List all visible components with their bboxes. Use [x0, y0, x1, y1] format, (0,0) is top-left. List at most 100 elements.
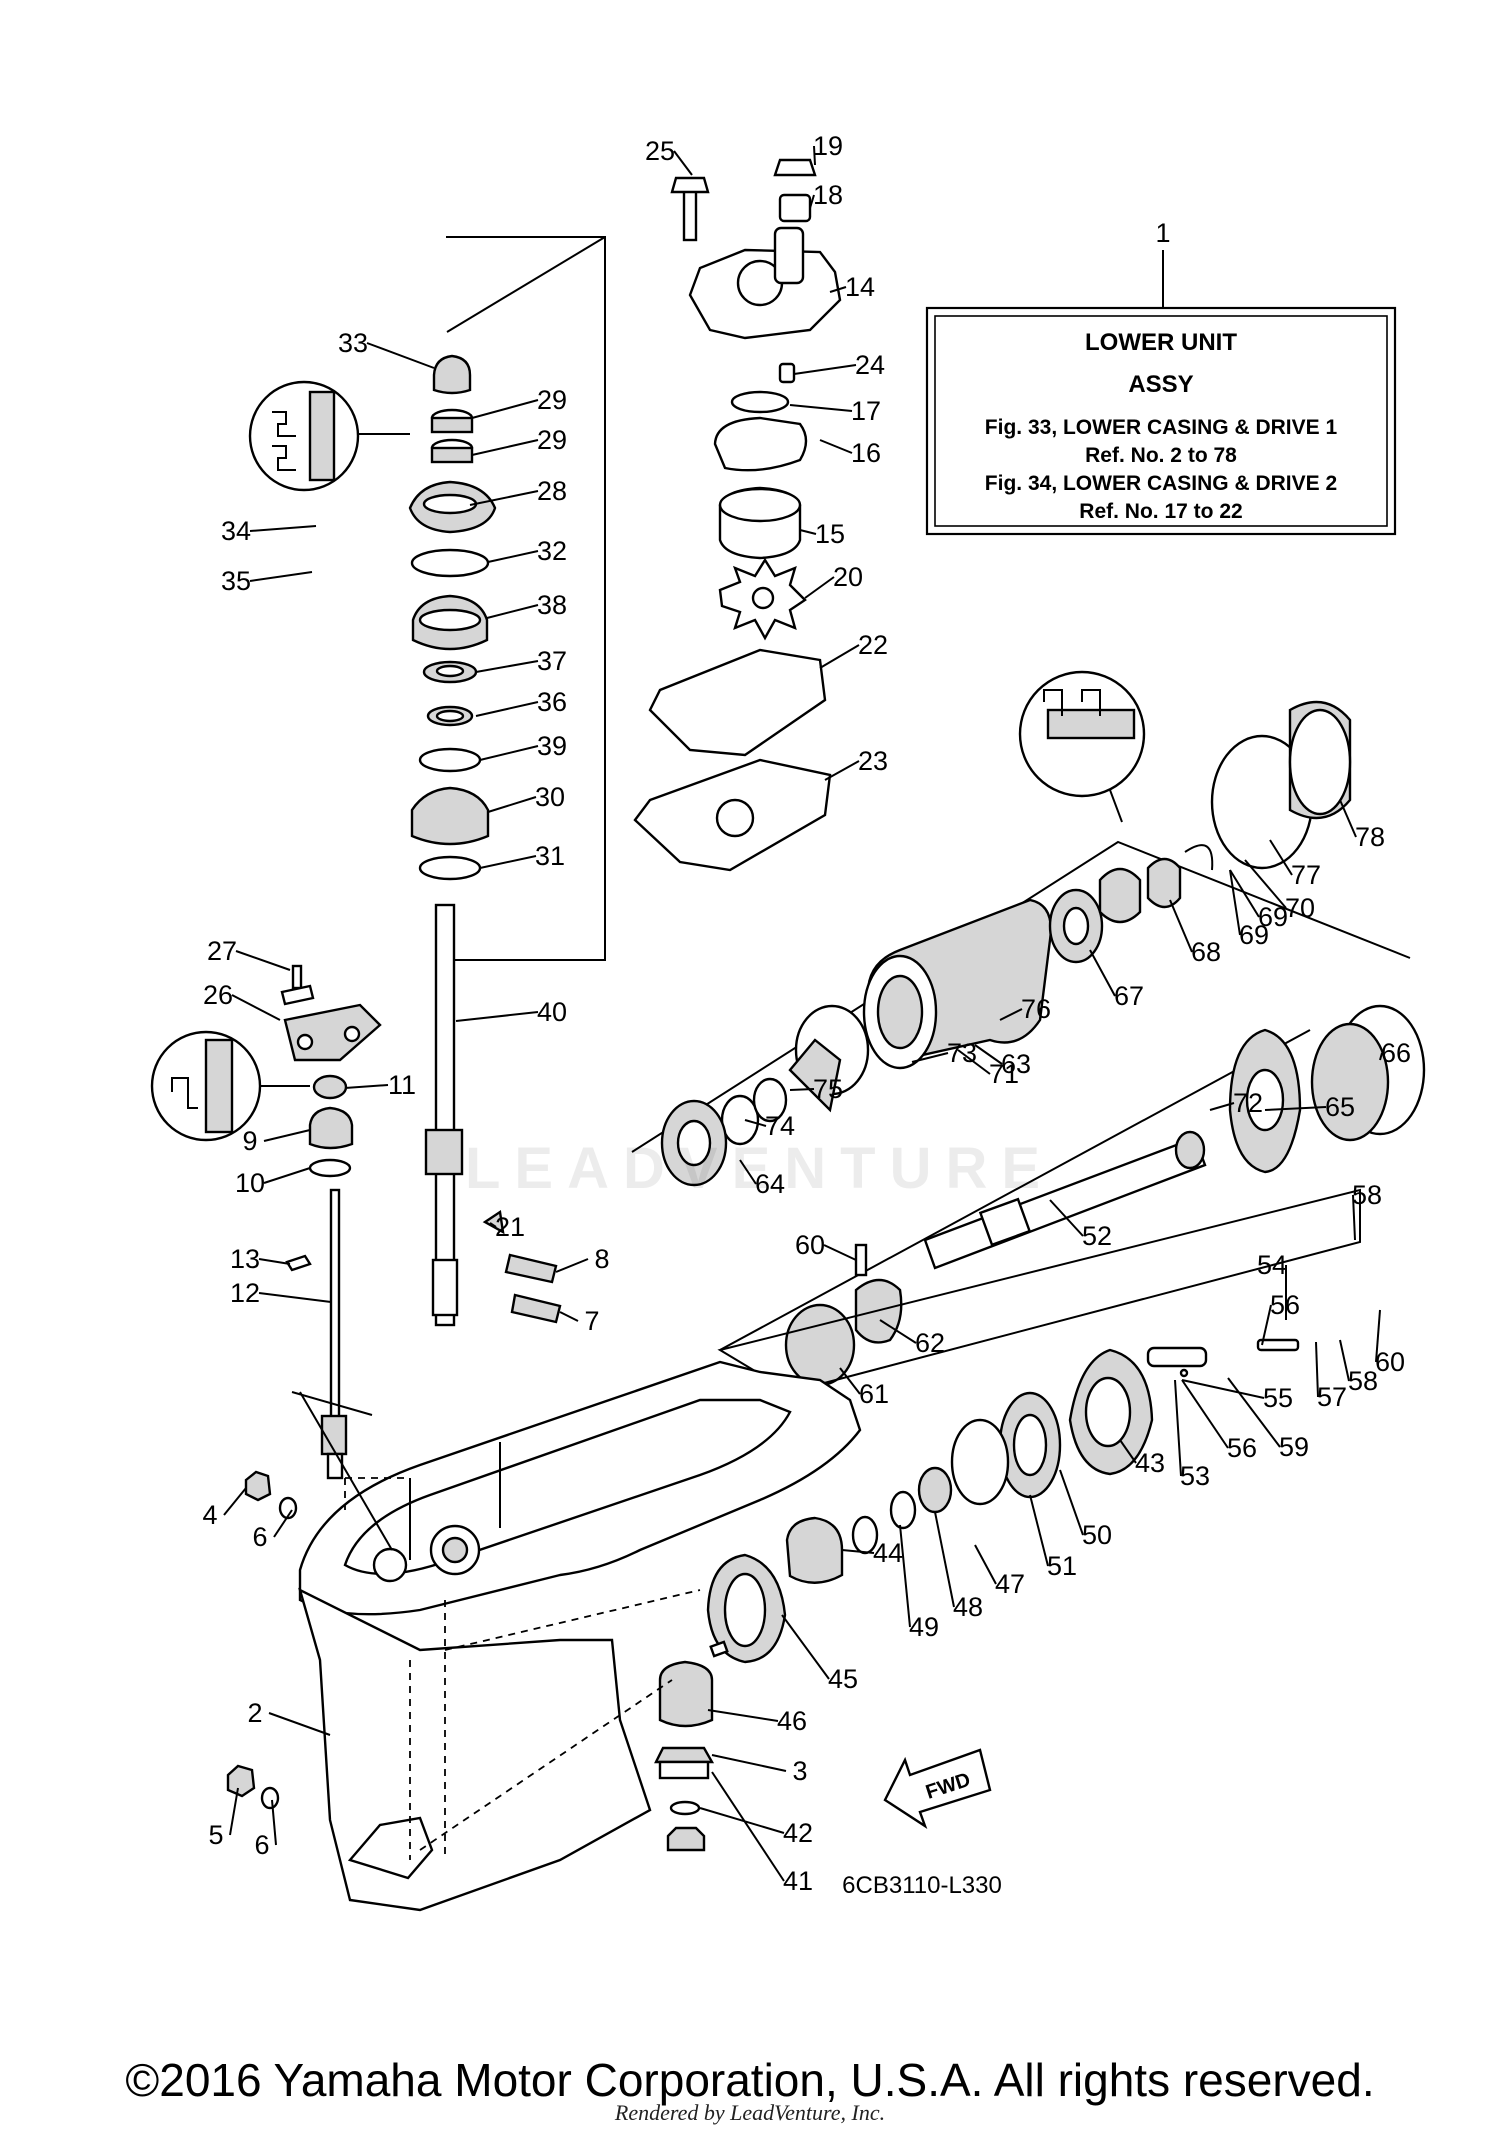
- part-number-60: 60: [1375, 1347, 1405, 1377]
- copyright-notice: ©2016 Yamaha Motor Corporation, U.S.A. A…: [125, 2054, 1375, 2106]
- leader-line-52: [1049, 1199, 1084, 1237]
- leader-line-27: [235, 950, 291, 971]
- part-number-53: 53: [1180, 1461, 1210, 1491]
- leader-line-15: [799, 529, 817, 535]
- detail-circles: [150, 380, 1146, 1142]
- part-number-17: 17: [851, 396, 881, 426]
- part-number-21: 21: [495, 1212, 525, 1242]
- part-number-62: 62: [915, 1328, 945, 1358]
- water-pump-bracket: [446, 236, 606, 961]
- part-number-33: 33: [338, 328, 368, 358]
- part-number-6: 6: [252, 1522, 267, 1552]
- propeller-shaft-group: [631, 700, 1426, 1852]
- part-number-59: 59: [1279, 1432, 1309, 1462]
- leader-line-56: [1181, 1379, 1229, 1449]
- leader-line-63: [974, 1044, 1003, 1065]
- part-number-70: 70: [1285, 893, 1315, 923]
- leader-line-69: [1229, 869, 1260, 918]
- part-number-6: 6: [254, 1830, 269, 1860]
- part-number-7: 7: [584, 1306, 599, 1336]
- part-number-19: 19: [813, 131, 843, 161]
- part-number-43: 43: [1135, 1448, 1165, 1478]
- part-number-10: 10: [235, 1168, 265, 1198]
- part-callouts: 2345667891011121314151617181920212223242…: [202, 131, 1411, 1896]
- assembly-fig-33: Fig. 33, LOWER CASING & DRIVE 1: [985, 416, 1338, 439]
- part-number-46: 46: [777, 1706, 807, 1736]
- assembly-ref-number: 1: [1155, 218, 1170, 248]
- part-number-31: 31: [535, 841, 565, 871]
- leader-line-4: [223, 1487, 247, 1516]
- guide-line: [446, 236, 606, 333]
- leader-line-29: [471, 399, 539, 419]
- part-number-29: 29: [537, 385, 567, 415]
- part-number-50: 50: [1082, 1520, 1112, 1550]
- part-number-32: 32: [537, 536, 567, 566]
- part-number-11: 11: [388, 1070, 416, 1100]
- part-number-40: 40: [537, 997, 567, 1027]
- water-pump-parts: [633, 158, 842, 872]
- leader-line-7: [559, 1311, 579, 1322]
- part-number-39: 39: [537, 731, 567, 761]
- part-number-8: 8: [594, 1244, 609, 1274]
- part-number-69: 69: [1239, 920, 1269, 950]
- part-number-68: 68: [1191, 937, 1221, 967]
- leader-line-32: [487, 550, 539, 563]
- leader-line-76: [999, 1008, 1023, 1021]
- part-number-34: 34: [221, 516, 251, 546]
- part-number-42: 42: [783, 1818, 813, 1848]
- exploded-view-drawing: 1 LOWER UNIT ASSY Fig. 33, LOWER CASING …: [150, 131, 1426, 1912]
- part-number-78: 78: [1355, 822, 1385, 852]
- part-number-27: 27: [207, 936, 237, 966]
- assembly-fig-34: Fig. 34, LOWER CASING & DRIVE 2: [985, 472, 1337, 495]
- assembly-info-box: 1 LOWER UNIT ASSY Fig. 33, LOWER CASING …: [925, 218, 1397, 536]
- leader-line-14: [829, 286, 847, 293]
- leader-line-51: [1029, 1494, 1049, 1567]
- part-number-61: 61: [859, 1379, 889, 1409]
- leader-line-31: [479, 855, 537, 869]
- part-number-35: 35: [221, 566, 251, 596]
- leader-line-40: [455, 1011, 539, 1022]
- leader-line-68: [1169, 899, 1193, 953]
- leader-line-17: [789, 404, 853, 412]
- part-number-47: 47: [995, 1569, 1025, 1599]
- leader-line-59: [1227, 1377, 1281, 1448]
- loose-hardware: [226, 1209, 562, 1810]
- part-number-26: 26: [203, 980, 233, 1010]
- part-number-41: 41: [783, 1866, 813, 1896]
- leader-line-6: [273, 1509, 293, 1538]
- part-number-45: 45: [828, 1664, 858, 1694]
- part-number-20: 20: [833, 562, 863, 592]
- leader-line-19: [813, 145, 816, 166]
- part-number-69: 69: [1258, 902, 1288, 932]
- leader-line-48: [934, 1511, 955, 1608]
- leader-line-3: [711, 1754, 787, 1772]
- part-number-25: 25: [645, 136, 675, 166]
- part-number-55: 55: [1263, 1383, 1293, 1413]
- part-number-52: 52: [1082, 1221, 1112, 1251]
- leader-line-50: [1059, 1469, 1084, 1536]
- lower-casing: [291, 1360, 862, 1912]
- leader-line-77: [1269, 839, 1293, 876]
- part-number-63: 63: [1001, 1049, 1031, 1079]
- leader-line-30: [487, 796, 537, 813]
- leader-line-78: [1339, 799, 1357, 838]
- part-number-37: 37: [537, 646, 567, 676]
- leader-line-9: [263, 1129, 311, 1142]
- part-number-67: 67: [1114, 981, 1144, 1011]
- part-number-60: 60: [795, 1230, 825, 1260]
- leader-line-53: [1174, 1379, 1182, 1477]
- watermark: LEADVENTURE: [465, 1136, 1055, 1201]
- leader-line-37: [475, 660, 539, 673]
- leader-line-72: [1209, 1102, 1235, 1111]
- part-number-65: 65: [1325, 1092, 1355, 1122]
- part-number-58: 58: [1348, 1366, 1378, 1396]
- part-number-4: 4: [202, 1500, 217, 1530]
- leader-line-22: [819, 644, 860, 669]
- leader-line-60: [823, 1244, 857, 1261]
- part-number-12: 12: [230, 1278, 260, 1308]
- part-number-56: 56: [1270, 1290, 1300, 1320]
- leader-line-70: [1244, 859, 1287, 909]
- leader-line-62: [879, 1319, 917, 1344]
- part-number-5: 5: [208, 1820, 223, 1850]
- shift-rod-group: [280, 964, 382, 1480]
